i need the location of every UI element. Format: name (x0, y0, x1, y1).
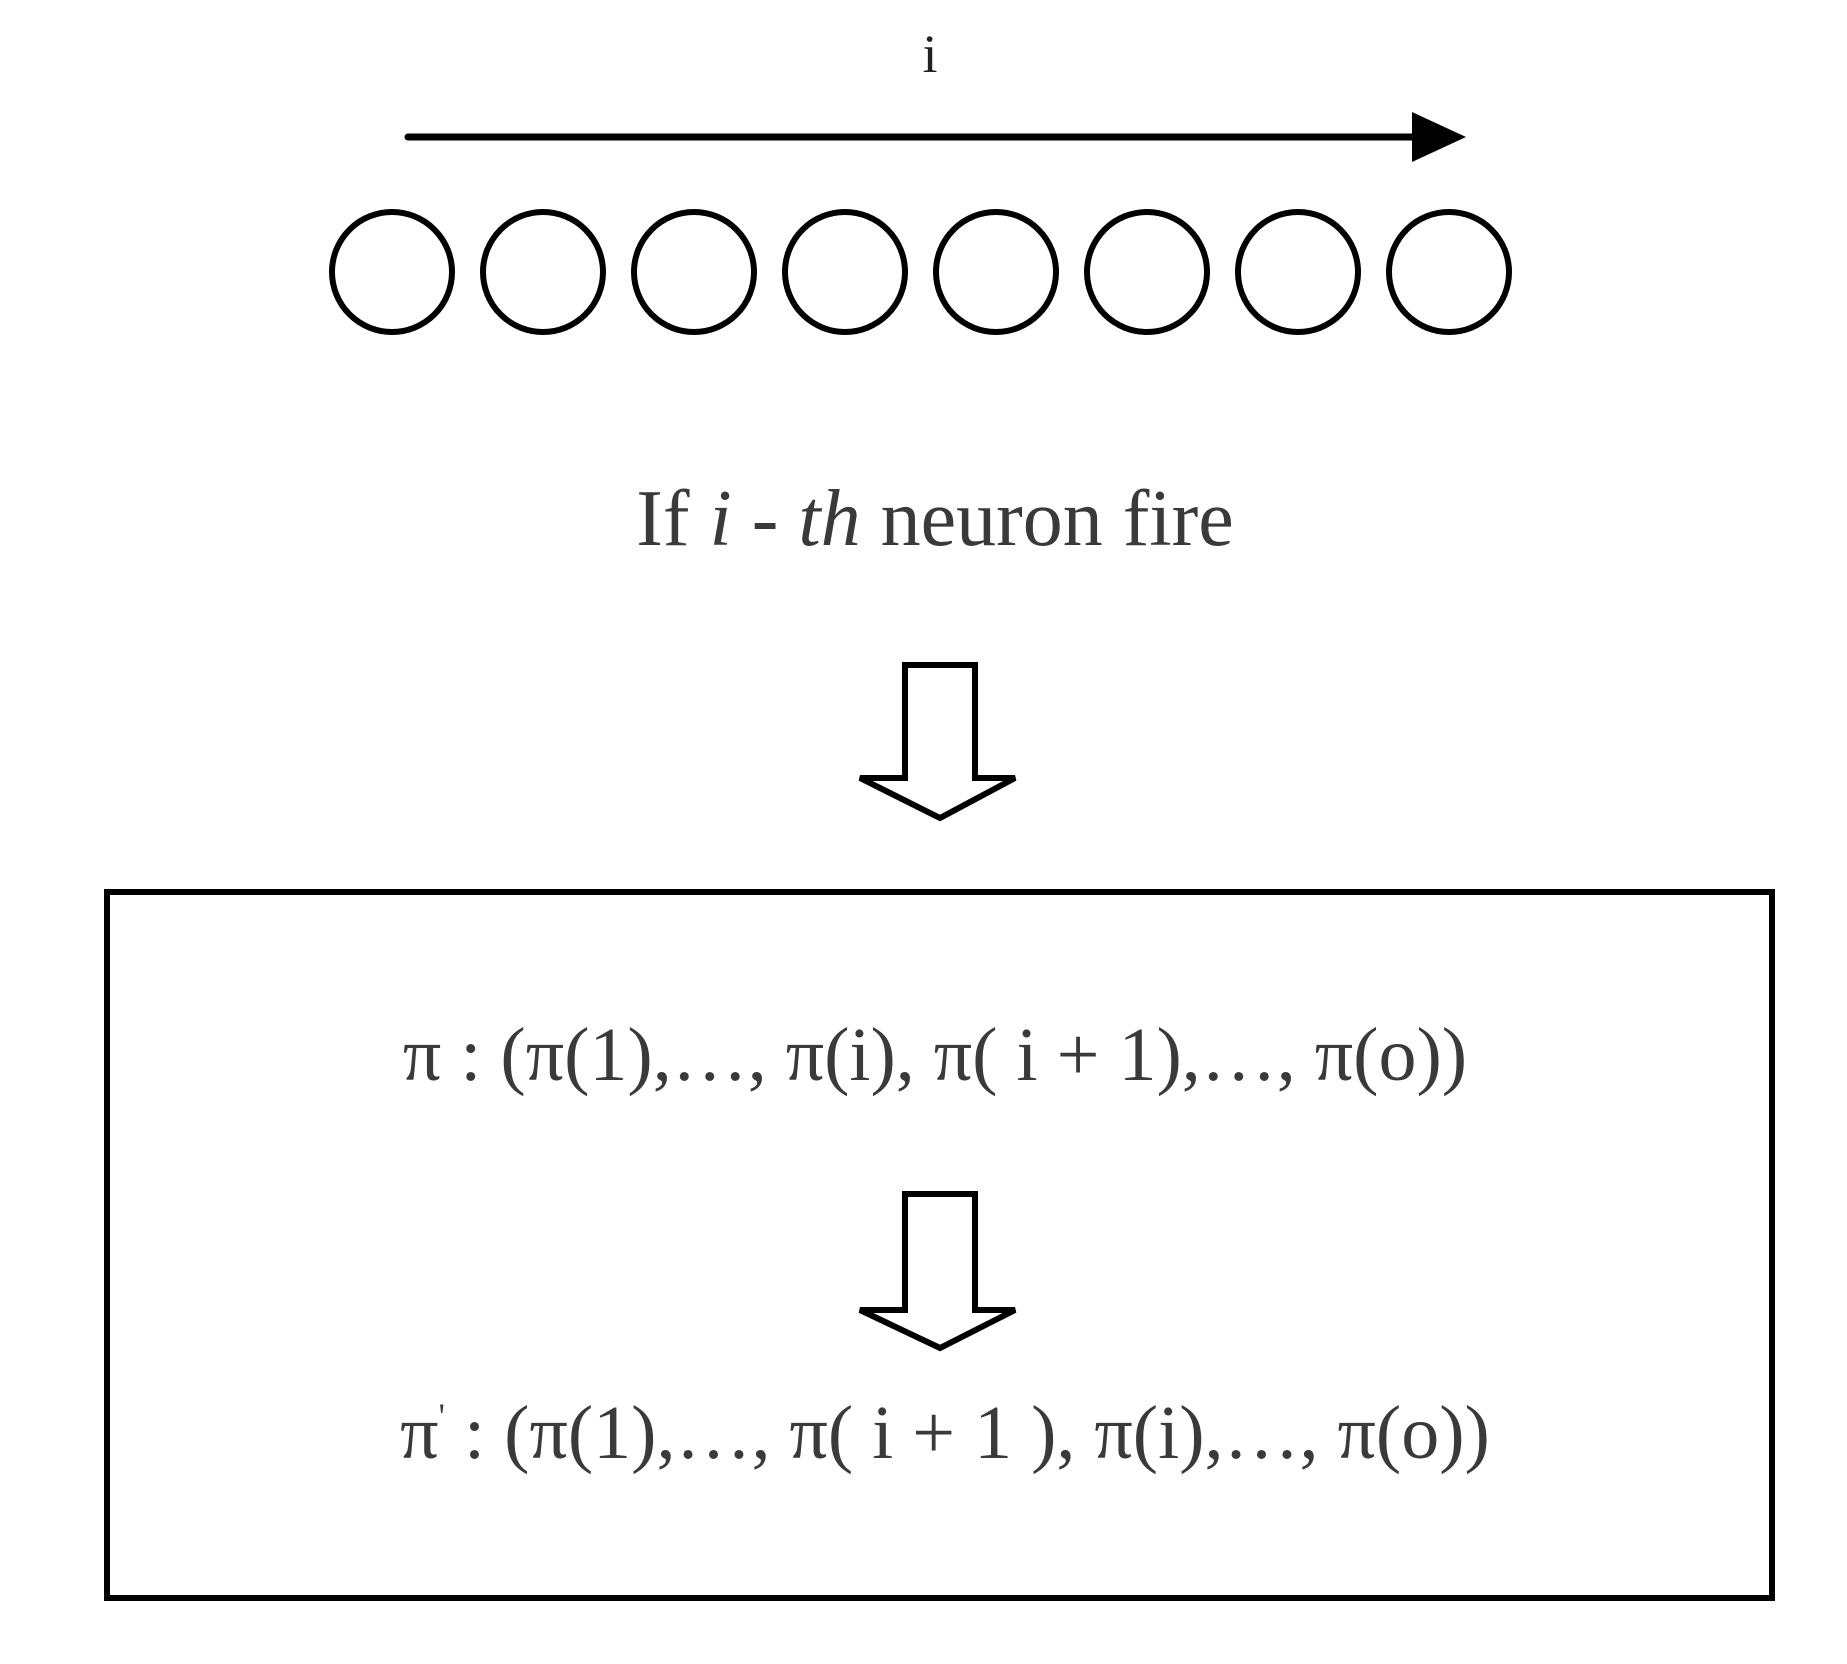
index-label: i (922, 24, 937, 84)
down-arrow-inner (858, 1191, 1017, 1352)
neuron-7 (1235, 209, 1361, 335)
condition-prefix: If (636, 475, 709, 563)
neuron-8 (1386, 209, 1512, 335)
neuron-1 (329, 209, 455, 335)
condition-var: i (710, 475, 732, 563)
condition-tail: neuron fire (861, 475, 1234, 563)
formula-after-rest: : (π(1),…, π( i + 1 ), π(i),…, π(o)) (445, 1391, 1490, 1475)
neuron-3 (631, 209, 757, 335)
condition-dash: - (732, 475, 799, 563)
neuron-2 (480, 209, 606, 335)
condition-text: If i - th neuron fire (636, 475, 1234, 563)
condition-suffix: th (798, 475, 860, 563)
direction-arrow (404, 112, 1466, 162)
down-arrow-outer (858, 662, 1017, 822)
neuron-4 (782, 209, 908, 335)
formula-after-symbol: π (400, 1391, 438, 1475)
result-box (104, 889, 1775, 1601)
arrow-head (1412, 112, 1466, 162)
formula-before: π : (π(1),…, π(i), π( i + 1),…, π(o)) (403, 1013, 1467, 1097)
neuron-row (329, 209, 1512, 335)
formula-after: π' : (π(1),…, π( i + 1 ), π(i),…, π(o)) (400, 1391, 1490, 1475)
formula-after-prime: ' (439, 1396, 446, 1436)
neuron-6 (1084, 209, 1210, 335)
neuron-5 (933, 209, 1059, 335)
